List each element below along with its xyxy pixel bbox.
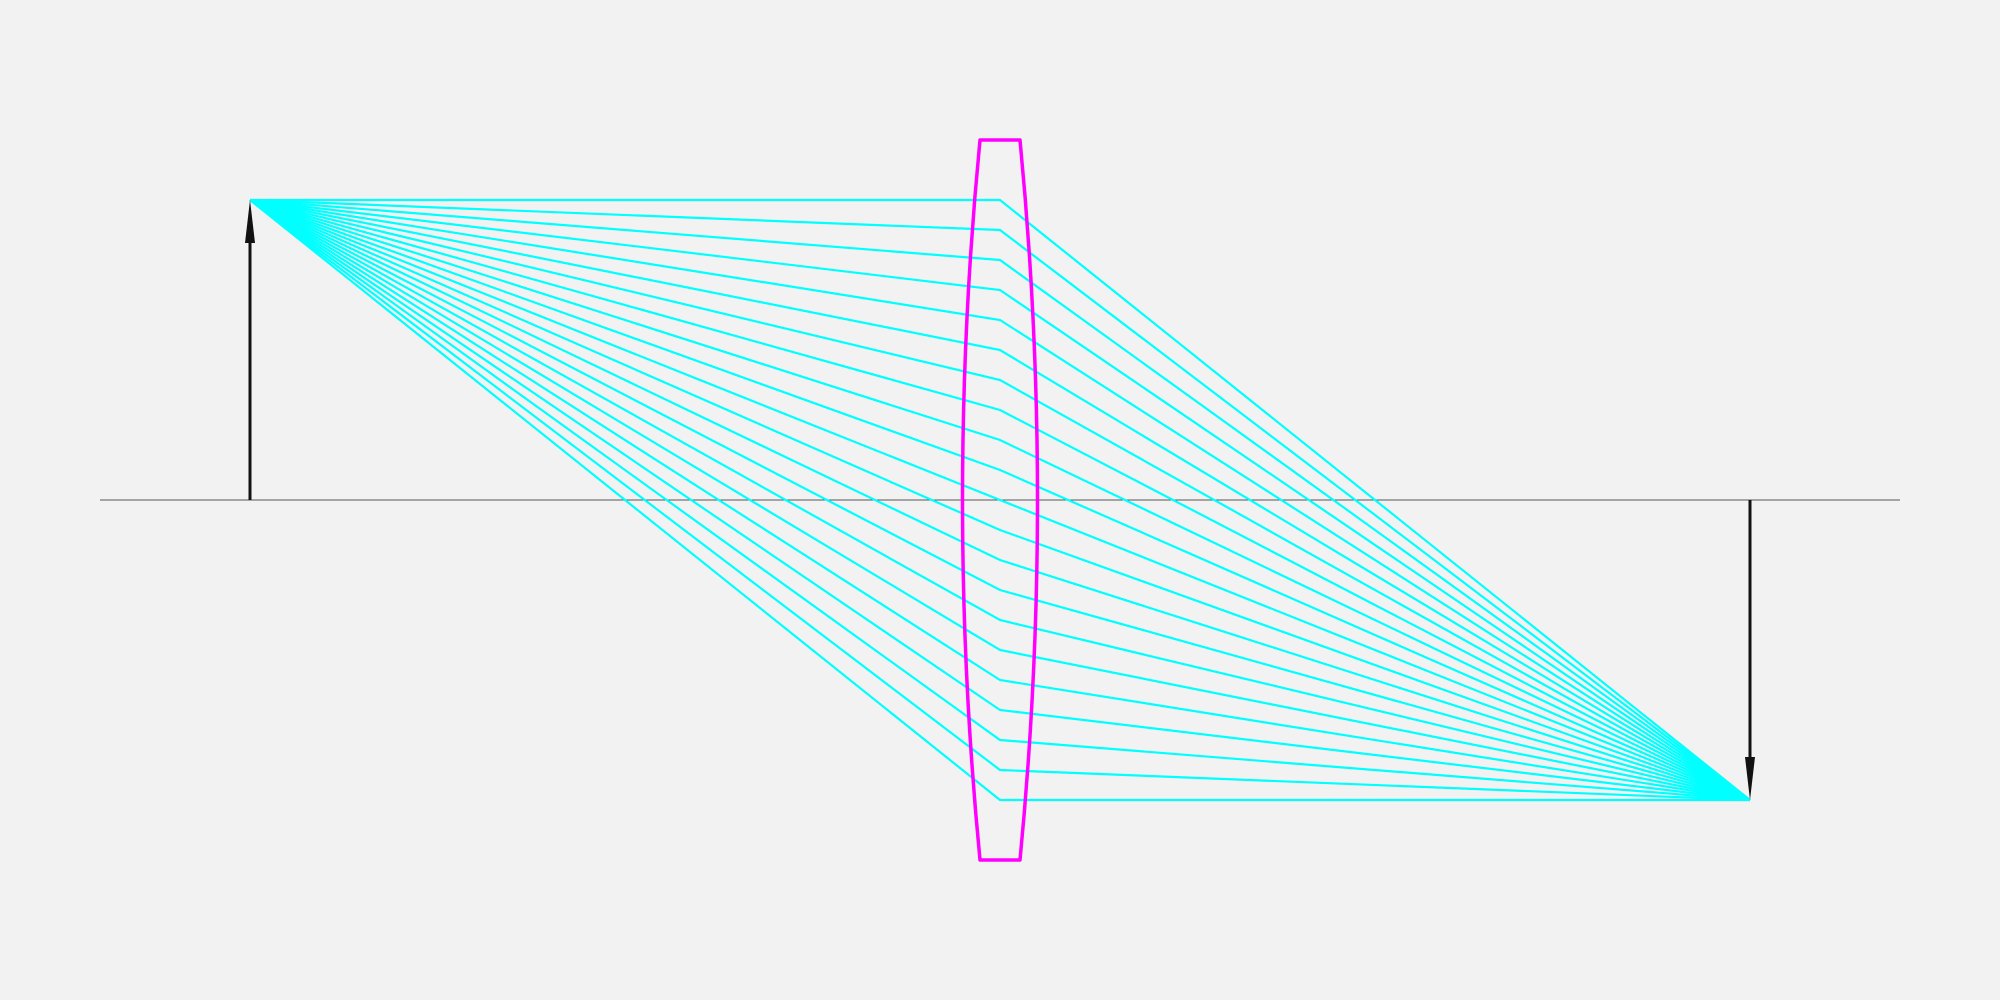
light-ray (249, 198, 1751, 801)
light-ray (249, 199, 1751, 802)
image-arrow-head (1745, 757, 1755, 800)
light-ray (249, 198, 1751, 801)
converging-lens (960, 138, 1040, 862)
light-ray (249, 199, 1751, 802)
light-ray (249, 199, 1751, 802)
light-ray (249, 198, 1751, 802)
light-ray (249, 199, 1750, 802)
object-arrow (245, 200, 255, 500)
object-arrow-head (245, 200, 255, 243)
light-ray (249, 198, 1751, 801)
light-ray (249, 199, 1751, 802)
light-ray (249, 198, 1751, 802)
light-ray (249, 199, 1751, 802)
light-ray (249, 198, 1751, 801)
image-arrow (1745, 500, 1755, 800)
light-ray (249, 198, 1751, 801)
light-ray (249, 198, 1751, 802)
light-ray (249, 199, 1751, 802)
light-ray (249, 199, 1751, 802)
light-ray (250, 198, 1751, 801)
light-ray (249, 198, 1751, 801)
light-ray (249, 198, 1751, 801)
light-ray (249, 199, 1751, 802)
ray-bundle (249, 198, 1751, 802)
light-ray (249, 198, 1751, 801)
